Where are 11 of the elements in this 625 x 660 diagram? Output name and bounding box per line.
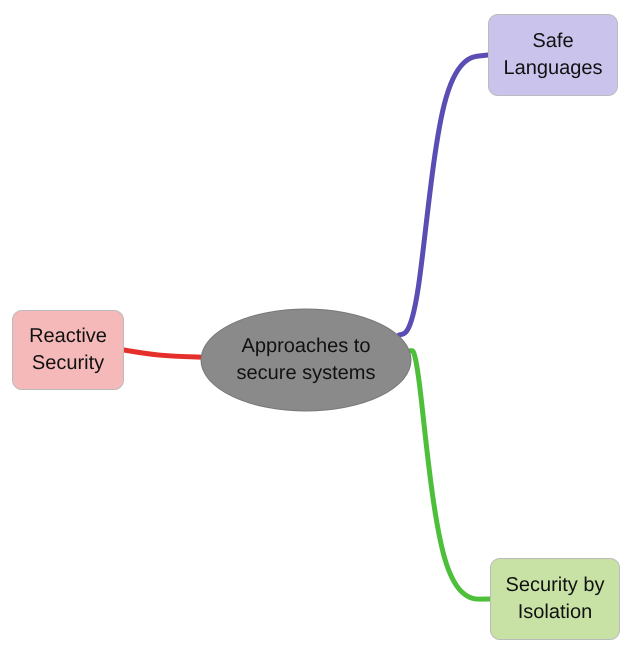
branch-line <box>408 348 492 602</box>
node-text: Approaches to secure systems <box>236 334 376 386</box>
branch-line <box>396 52 490 338</box>
node-text: Security by Isolation <box>504 573 606 625</box>
topic-box <box>488 14 618 96</box>
topic-ellipse <box>200 308 412 412</box>
topic-box <box>490 558 620 640</box>
branch-line <box>122 348 203 360</box>
topic-box <box>12 310 124 390</box>
node-text: Safe Languages <box>502 29 604 81</box>
node-text: Reactive Security <box>28 324 108 376</box>
